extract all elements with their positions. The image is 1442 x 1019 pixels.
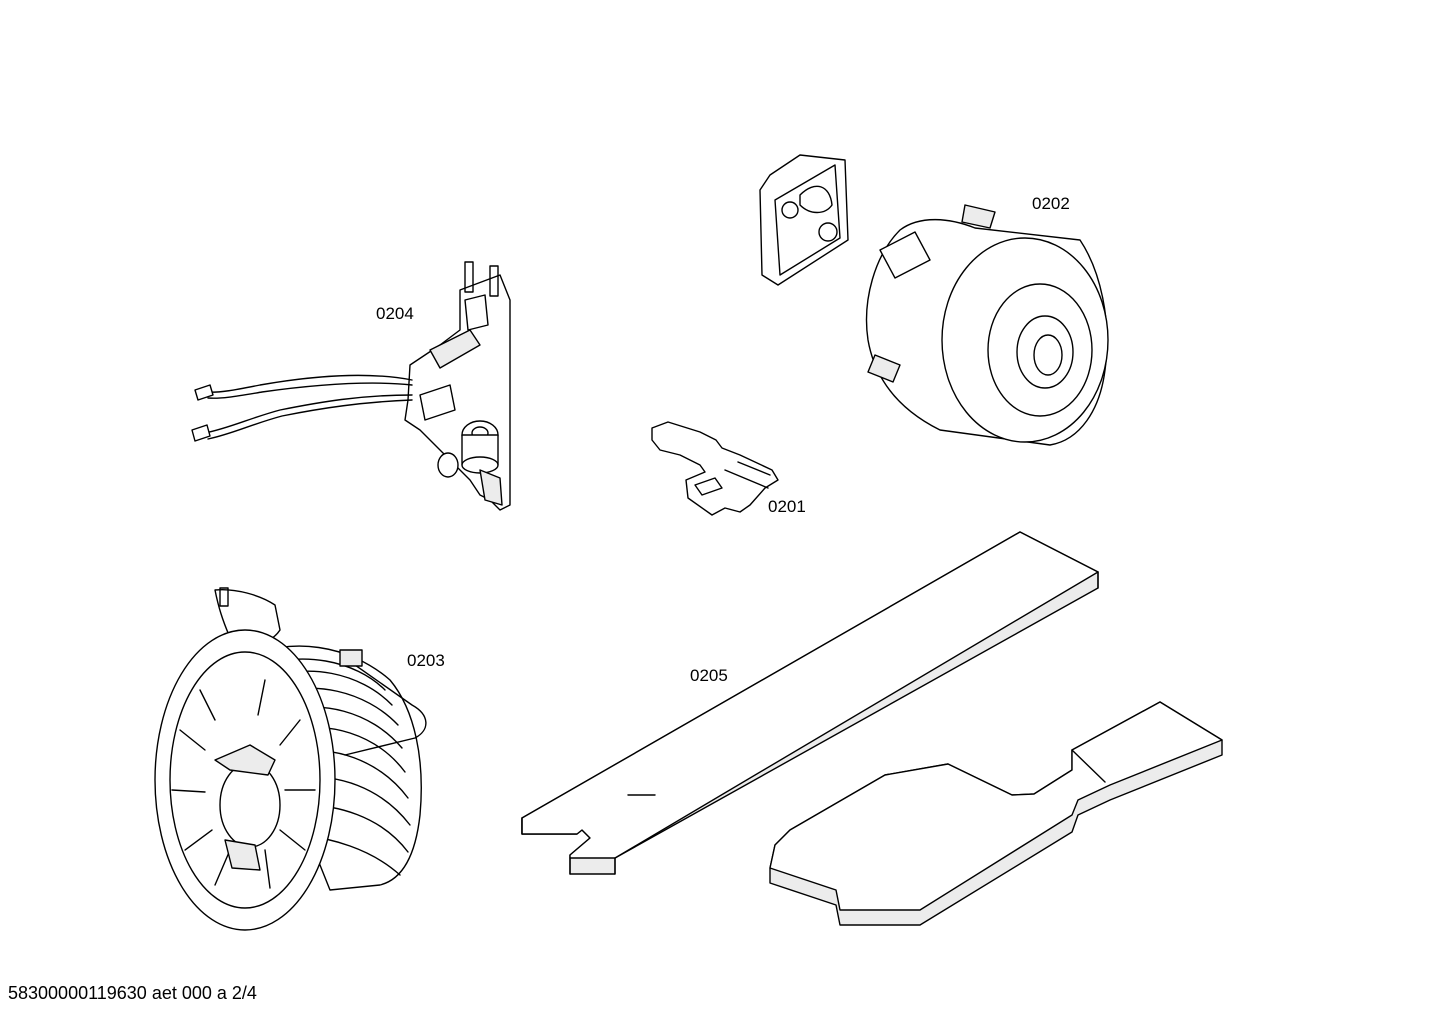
part-label-0204[interactable]: 0204 [376,304,414,323]
part-label-0205[interactable]: 0205 [690,666,728,685]
part-label-0203[interactable]: 0203 [407,651,445,670]
part-0201-bracket[interactable] [651,421,779,516]
part-0205-foam-strips[interactable] [521,531,1223,926]
drawing-reference-footer: 58300000119630 aet 000 a 2/4 [8,983,257,1003]
part-0204-control-board[interactable] [191,261,511,511]
part-0202-motor[interactable] [759,154,1109,446]
part-0203-cable-reel[interactable] [154,587,427,931]
part-label-0202[interactable]: 0202 [1032,194,1070,213]
part-label-0201[interactable]: 0201 [768,497,806,516]
